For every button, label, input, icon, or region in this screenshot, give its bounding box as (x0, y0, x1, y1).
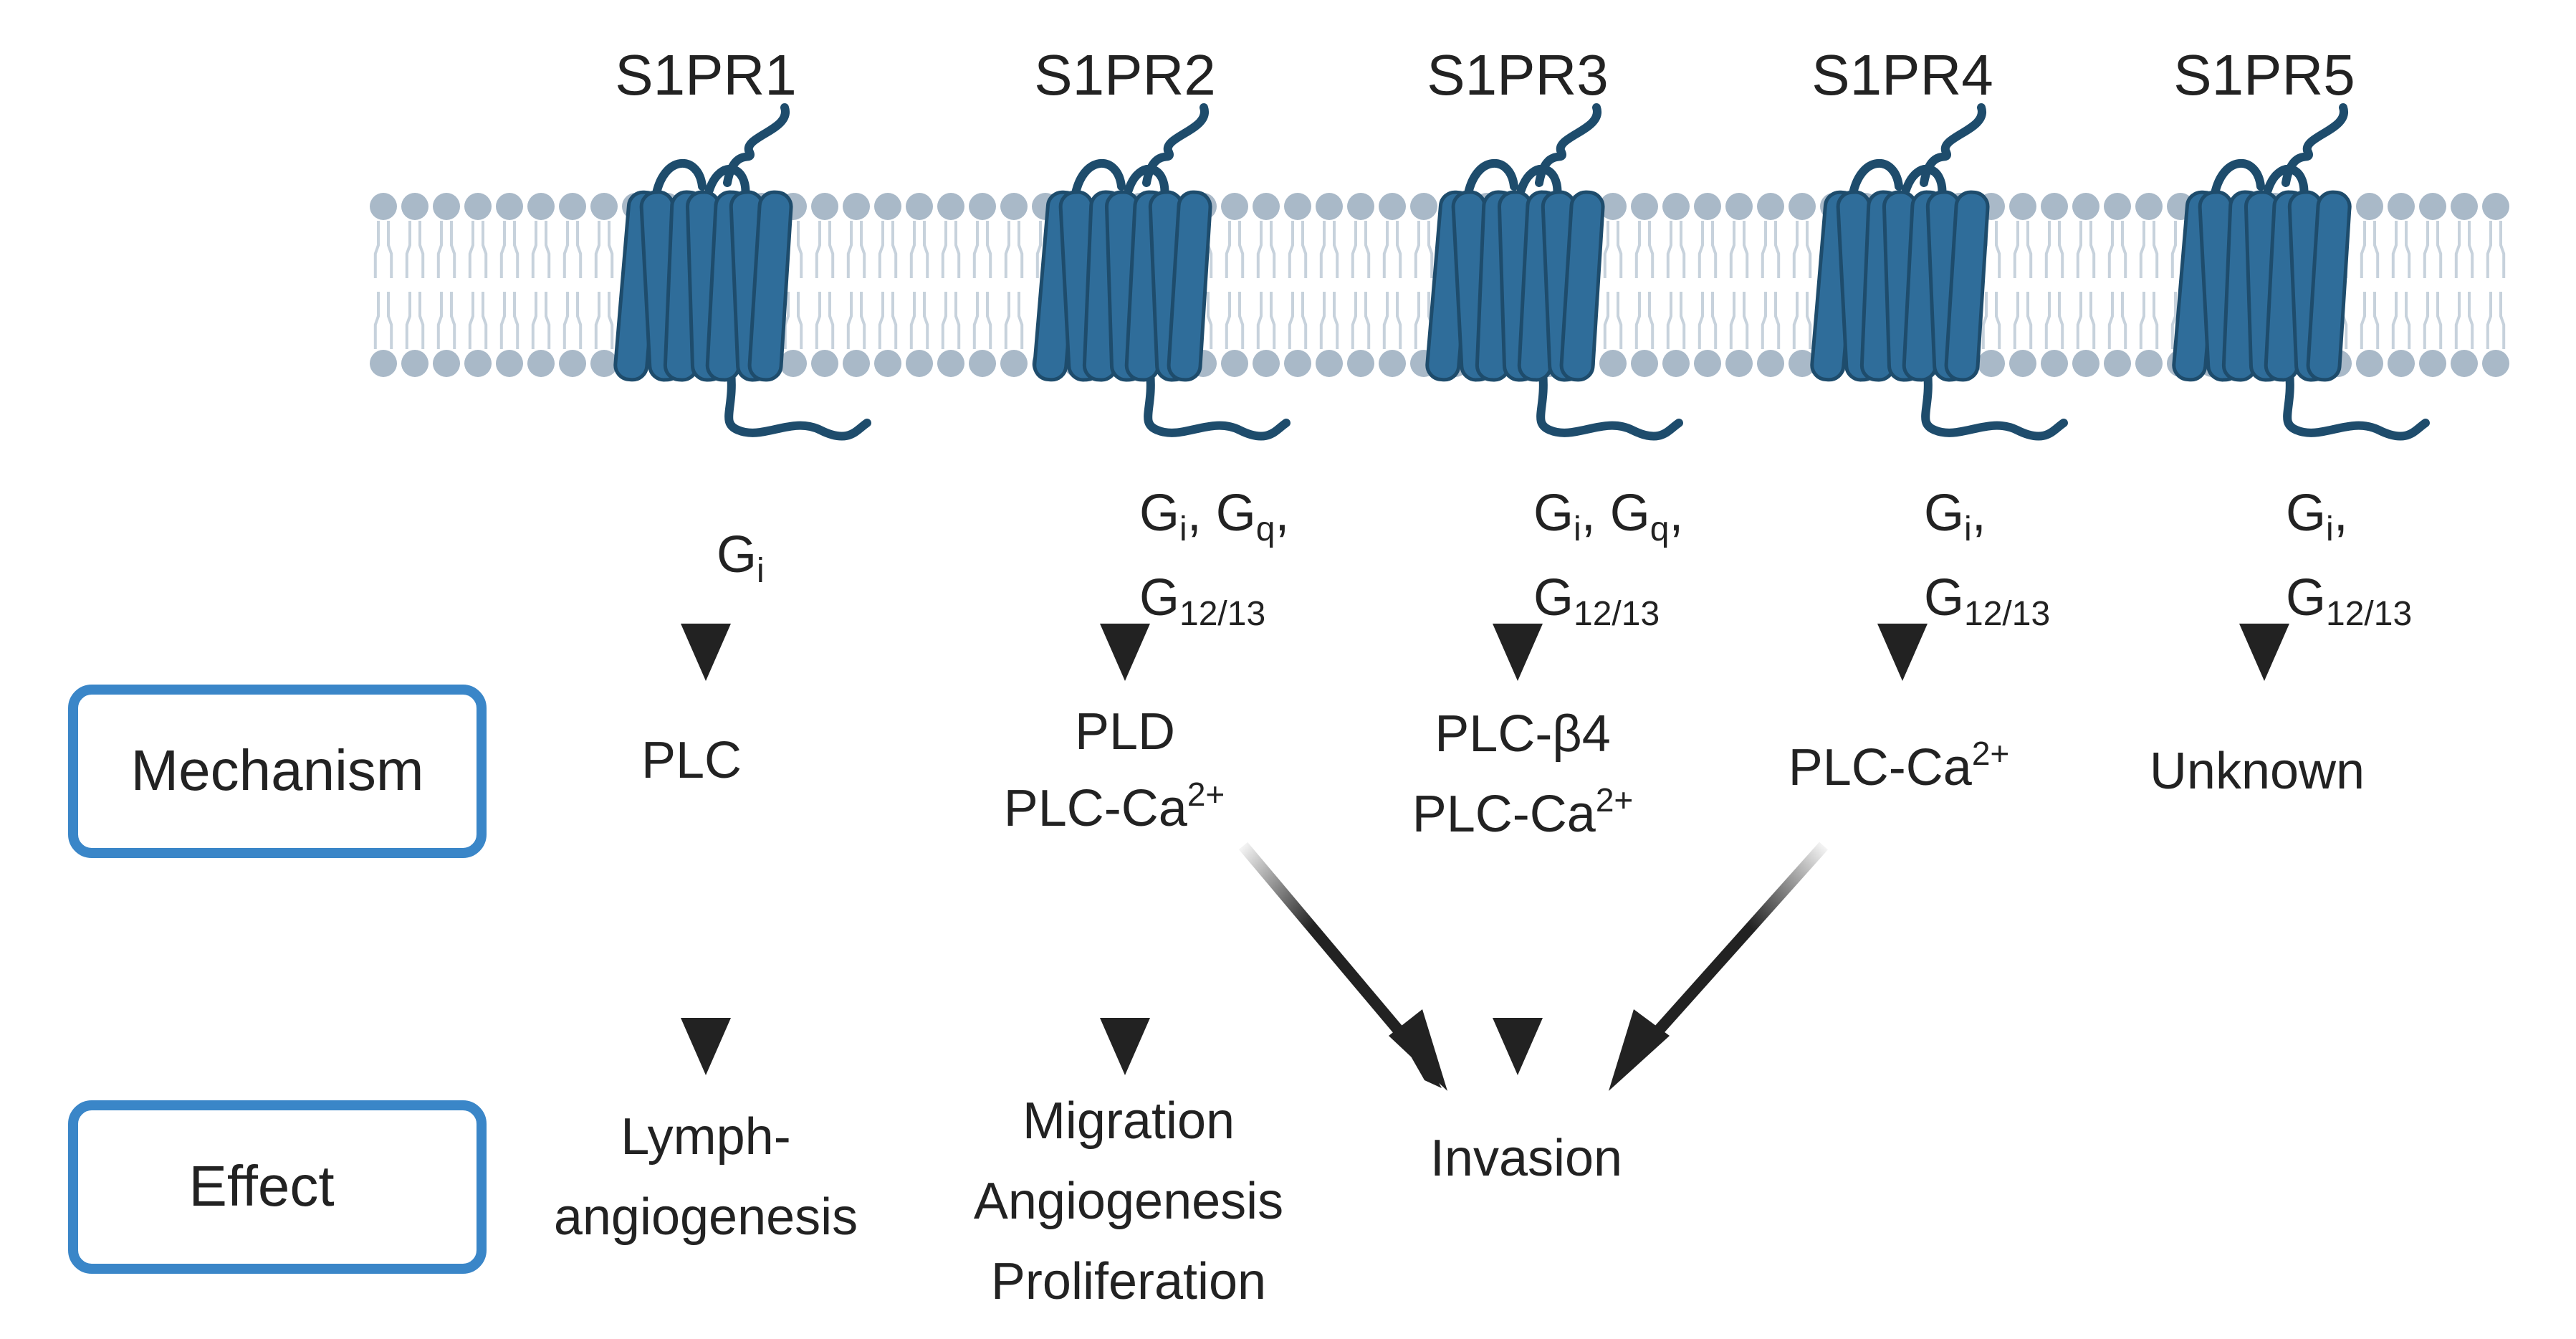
g-protein-s1pr1: Gi (717, 526, 765, 590)
effect-row-label-text: Effect (188, 1154, 334, 1218)
arrow-pld-to-migration (1100, 864, 1150, 1075)
g-protein-s1pr2-line1: Gi, Gq, (1139, 485, 1289, 548)
arrow-s1pr3-to-invasion (1493, 871, 1543, 1075)
g-protein-s1pr5-line2: G12/13 (2286, 569, 2412, 633)
effect-lymph-line2: angiogenesis (554, 1188, 858, 1246)
effect-migration: Migration (1023, 1092, 1235, 1150)
mechanism-s1pr2-line1: PLD (1075, 703, 1175, 761)
receptor-label-s1pr5: S1PR5 (2173, 43, 2355, 107)
receptor-icon-1 (613, 103, 871, 441)
receptor-icon-3 (1425, 103, 1683, 441)
g-protein-s1pr4-line2: G12/13 (1924, 569, 2050, 633)
mechanism-s1pr5: Unknown (2150, 743, 2365, 800)
effect-row-label: Effect (68, 1100, 487, 1274)
g-protein-s1pr3-line1: Gi, Gq, (1533, 485, 1683, 548)
g-protein-s1pr4-line1: Gi, (1924, 485, 1986, 548)
arrow-s1pr5-to-unknown (2239, 459, 2289, 681)
g-protein-s1pr5-line1: Gi, (2286, 485, 2348, 548)
receptor-label-s1pr2: S1PR2 (1034, 43, 1215, 107)
receptor-icon-4 (1810, 103, 2068, 441)
mechanism-s1pr2-line2: PLC-Ca2+ (1004, 776, 1225, 837)
mechanism-row-label: Mechanism (68, 685, 487, 858)
receptor-label-s1pr1: S1PR1 (615, 43, 796, 107)
effect-proliferation: Proliferation (991, 1253, 1266, 1310)
arrow-s1pr2-to-invasion (1238, 842, 1447, 1091)
mechanism-s1pr3-line2: PLC-Ca2+ (1412, 781, 1634, 843)
mechanism-s1pr1: PLC (641, 732, 742, 789)
effect-angiogenesis: Angiogenesis (974, 1173, 1283, 1230)
receptor-label-s1pr3: S1PR3 (1427, 43, 1608, 107)
effect-invasion: Invasion (1430, 1130, 1622, 1187)
mechanism-s1pr3-line1: PLC-β4 (1435, 705, 1611, 763)
effect-lymph-line1: Lymph- (621, 1108, 790, 1166)
arrow-s1pr2-to-pld (1100, 459, 1150, 681)
arrow-plc-to-lymphangiogenesis (681, 864, 731, 1075)
receptor-icon-5 (2172, 103, 2430, 441)
receptor-label-s1pr4: S1PR4 (1811, 43, 1993, 107)
arrow-s1pr4-to-plc-ca (1877, 459, 1928, 681)
arrow-s1pr4-to-invasion (1609, 842, 1828, 1091)
receptors-group (613, 103, 2430, 441)
mechanism-s1pr4: PLC-Ca2+ (1789, 735, 2010, 796)
g-protein-s1pr3-line2: G12/13 (1533, 569, 1660, 633)
arrow-s1pr1-to-plc (681, 459, 731, 681)
arrow-s1pr3-to-plc-b4 (1493, 459, 1543, 681)
receptor-icon-2 (1033, 103, 1291, 441)
g-protein-s1pr2-line2: G12/13 (1139, 569, 1265, 633)
mechanism-row-label-text: Mechanism (130, 738, 423, 802)
